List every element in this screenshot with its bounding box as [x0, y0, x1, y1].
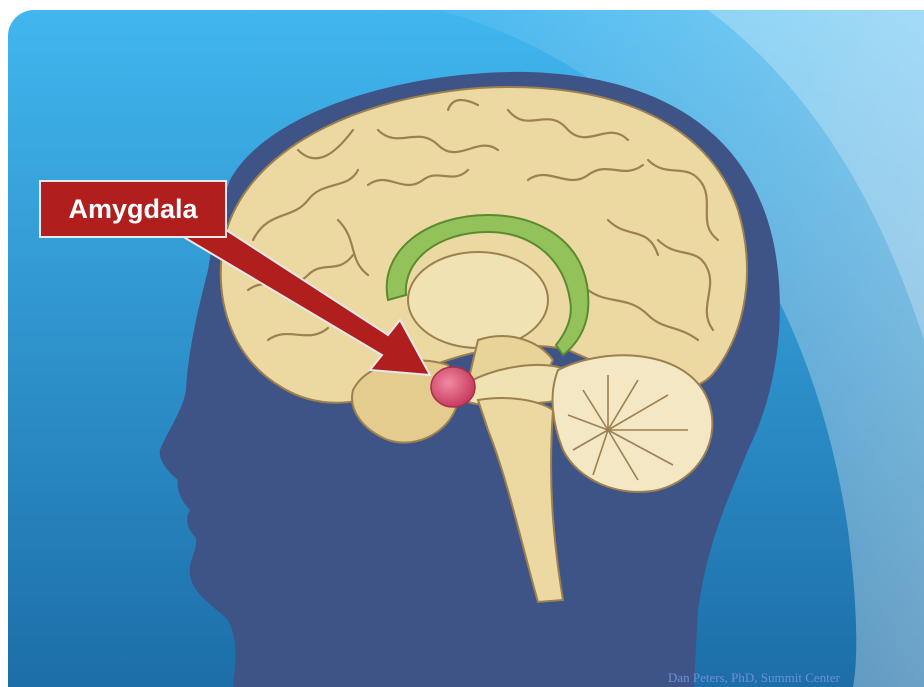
thalamus [408, 252, 548, 348]
slide: Amygdala Dan Peters, PhD, Summit Center [8, 10, 924, 687]
credit-text: Dan Peters, PhD, Summit Center [668, 670, 840, 686]
brain-diagram [8, 10, 924, 687]
amygdala-label-text: Amygdala [68, 194, 197, 225]
amygdala [431, 367, 475, 407]
amygdala-label: Amygdala [39, 180, 227, 238]
